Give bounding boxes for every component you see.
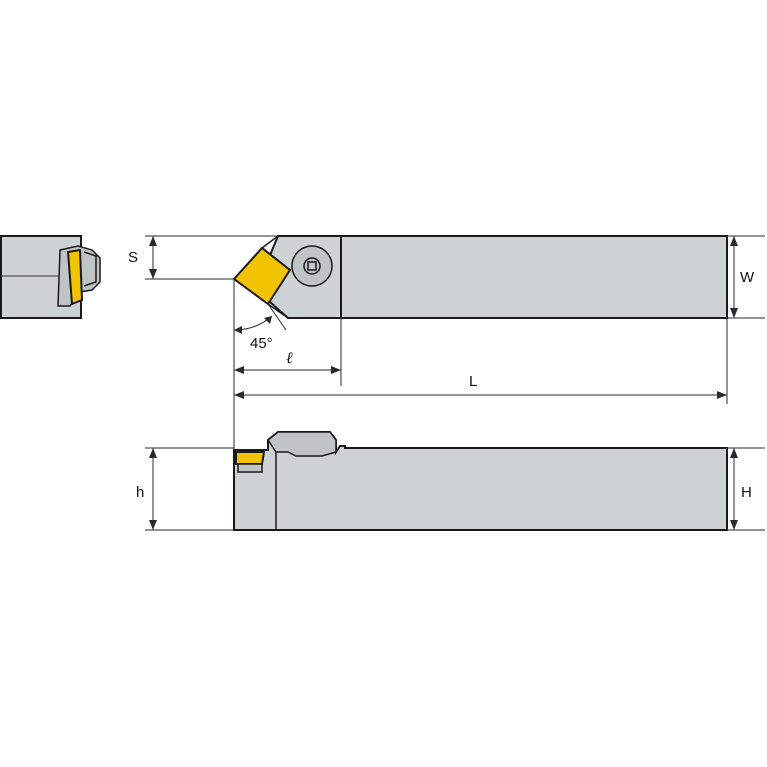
insert-edge-bottom xyxy=(267,303,289,319)
top-view xyxy=(232,235,728,319)
label-s: S xyxy=(128,249,138,266)
side-view-insert xyxy=(235,451,266,465)
hex-socket-icon xyxy=(307,261,317,271)
dimension-h-total: H xyxy=(727,447,765,531)
dimension-w: W xyxy=(727,235,765,319)
top-view-shank xyxy=(340,235,728,319)
label-angle: 45° xyxy=(250,335,273,352)
clamp-screw xyxy=(291,245,333,287)
dimension-h-small: h xyxy=(136,447,234,531)
dimension-l-small: ℓ xyxy=(234,318,342,386)
screw-socket xyxy=(303,257,321,275)
label-l-total: L xyxy=(469,373,477,390)
side-view-shim xyxy=(237,463,263,473)
label-w: W xyxy=(740,269,755,286)
dimension-s: S xyxy=(128,235,278,280)
label-h-total: H xyxy=(741,484,752,501)
insert-edge-top xyxy=(261,235,279,249)
side-view-clamp xyxy=(266,431,337,457)
top-view-insert xyxy=(232,246,292,306)
end-view-screw xyxy=(83,251,97,287)
end-view-insert xyxy=(66,248,84,306)
label-h-small: h xyxy=(136,484,144,501)
label-l-small: ℓ xyxy=(286,350,293,367)
end-view xyxy=(0,235,101,319)
dimension-l-total: L xyxy=(234,318,728,404)
side-view xyxy=(233,431,728,531)
